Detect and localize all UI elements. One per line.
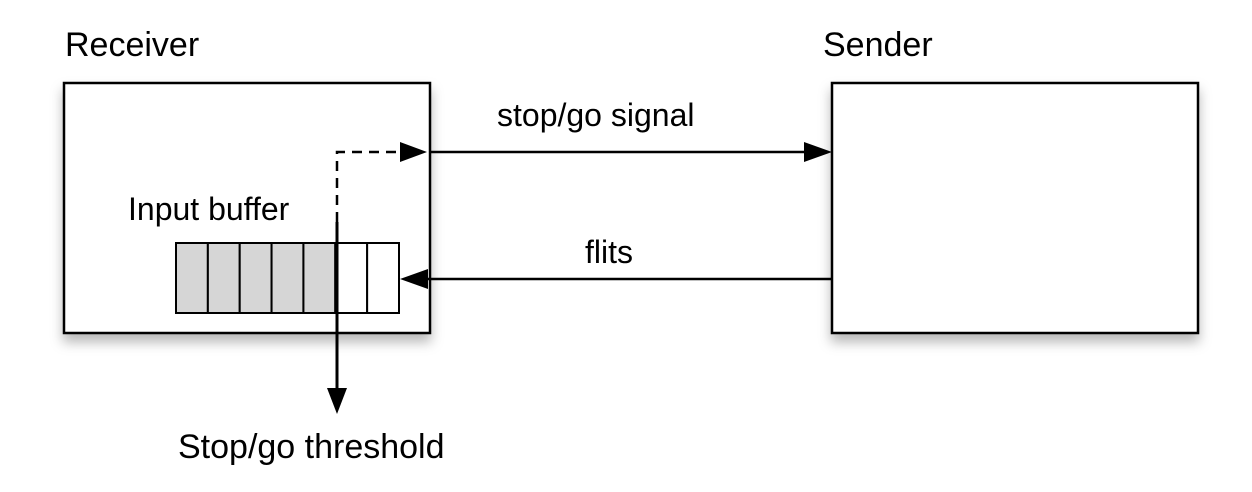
- buffer-slot-occupied: [302, 242, 337, 314]
- input-buffer-label: Input buffer: [128, 191, 290, 227]
- stop-go-signal-arrowhead: [804, 142, 832, 162]
- buffer-slot-empty: [366, 242, 401, 314]
- buffer-slot-occupied: [238, 242, 273, 314]
- buffer-slot-occupied: [175, 242, 209, 314]
- threshold-signal-dashed-path: [335, 150, 402, 222]
- flits-arrowhead: [400, 269, 428, 289]
- buffer-slot-occupied: [206, 242, 241, 314]
- sender-box: [830, 81, 1200, 335]
- threshold-marker-arrowhead: [327, 388, 347, 414]
- receiver-title: Receiver: [65, 26, 199, 64]
- flits-label: flits: [585, 234, 633, 270]
- stop-go-signal-label: stop/go signal: [497, 97, 694, 133]
- buffer-slot-empty: [334, 242, 369, 314]
- sender-title: Sender: [823, 26, 933, 64]
- threshold-signal-arrowhead: [400, 142, 427, 162]
- input-buffer: [175, 242, 401, 314]
- stop-go-threshold-label: Stop/go threshold: [178, 428, 445, 466]
- buffer-slot-occupied: [270, 242, 305, 314]
